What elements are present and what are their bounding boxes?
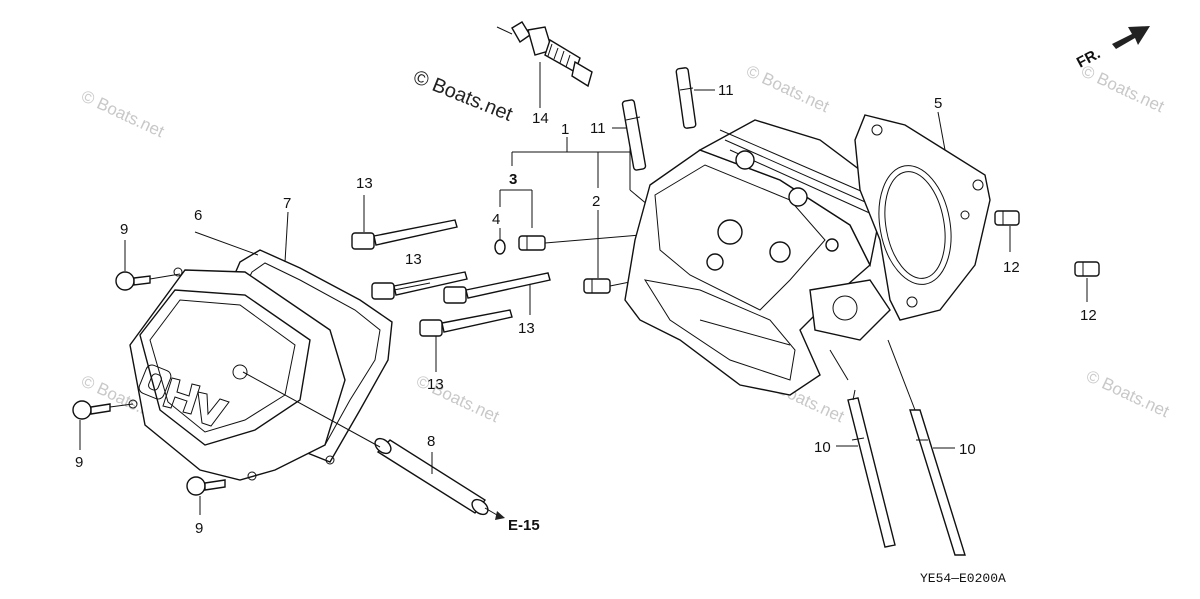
watermark: © Boats.net: [743, 61, 832, 116]
ohv-embossing: [138, 364, 230, 427]
callout-bracket: [499, 137, 649, 278]
callout-4: 4: [492, 211, 500, 228]
callout-1: 1: [561, 121, 569, 138]
watermark: © Boats.net: [1083, 366, 1172, 421]
callout-6: 6: [194, 207, 202, 224]
callout-12: 12: [1080, 307, 1097, 324]
studs-11: [612, 67, 715, 171]
callout-11: 11: [590, 120, 606, 137]
callout-13: 13: [427, 376, 444, 393]
breather-tube: [242, 371, 505, 520]
diagram-code: YE54—E0200A: [920, 571, 1006, 586]
callout-9: 9: [195, 520, 203, 537]
callout-11: 11: [718, 82, 734, 99]
bolts-13: [351, 195, 551, 372]
callout-7: 7: [283, 195, 291, 212]
dowel-pins: [494, 234, 681, 294]
cylinder-head: [624, 119, 891, 396]
valve-cover: [128, 267, 346, 481]
dowels-12: [994, 210, 1100, 302]
callout-8: 8: [427, 433, 435, 450]
callout-10: 10: [814, 439, 831, 456]
callout-9: 9: [120, 221, 128, 238]
watermark: © Boats.net: [78, 86, 167, 141]
bolts-9: [72, 240, 226, 515]
front-direction-arrow: FR.: [1074, 26, 1150, 72]
callout-labels: 1 2 3 4 5 6 7 8 9 9 9 10 10 11 11 12 12 …: [75, 82, 1097, 537]
long-studs-10: [836, 339, 966, 556]
front-arrow-icon: [1112, 26, 1150, 49]
callout-13: 13: [356, 175, 373, 192]
callout-13: 13: [405, 251, 422, 268]
callout-10: 10: [959, 441, 976, 458]
callout-14: 14: [532, 110, 549, 127]
callout-5: 5: [934, 95, 942, 112]
spark-plug: [496, 21, 593, 108]
main-watermark: © Boats.net: [410, 66, 516, 126]
callout-12: 12: [1003, 259, 1020, 276]
head-gasket: [854, 111, 991, 321]
callout-2: 2: [592, 193, 600, 210]
callout-9: 9: [75, 454, 83, 471]
callout-13: 13: [518, 320, 535, 337]
watermark: © Boats.net: [1078, 61, 1167, 116]
reference-e15: E-15: [508, 517, 540, 534]
callout-3: 3: [509, 171, 517, 188]
